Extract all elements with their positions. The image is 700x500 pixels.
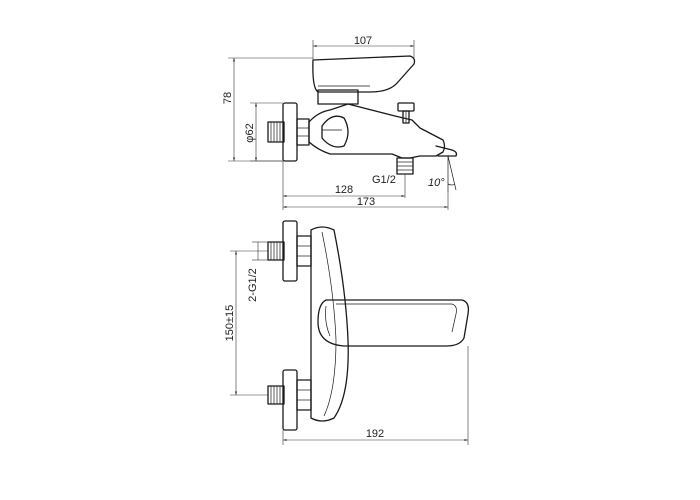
dim-inlet-spacing: 150±15 [224, 305, 236, 342]
dim-top-width: 107 [354, 35, 372, 47]
dim-front-width: 192 [366, 428, 384, 440]
spout-nozzle [435, 145, 458, 157]
front-lever-handle [317, 299, 470, 347]
lower-inlet [267, 369, 312, 431]
label-spout-angle: 10° [428, 177, 445, 189]
inlet-connector [267, 118, 310, 146]
front-view [267, 220, 470, 431]
side-view-dimensions: 107 78 φ62 128 173 G1/2 10° [222, 35, 449, 210]
upper-inlet [267, 220, 312, 282]
dim-top-height: 78 [222, 92, 234, 104]
dim-flange-diameter: φ62 [244, 123, 256, 142]
wall-flange [282, 102, 298, 162]
diverter-knob [397, 102, 415, 124]
cartridge-stem [317, 89, 359, 105]
front-body [310, 226, 349, 422]
dim-total-depth: 173 [357, 196, 375, 208]
body-lens [321, 115, 349, 148]
label-inlet-thread: 2-G1/2 [247, 268, 259, 302]
faucet-body [308, 103, 446, 159]
label-outlet-thread: G1/2 [372, 174, 396, 186]
outlet-connector [396, 157, 414, 175]
front-view-dimensions: 150±15 2-G1/2 192 [224, 241, 469, 445]
side-view [267, 55, 458, 192]
lever-handle [312, 55, 416, 93]
dim-outlet-length: 128 [335, 184, 353, 196]
